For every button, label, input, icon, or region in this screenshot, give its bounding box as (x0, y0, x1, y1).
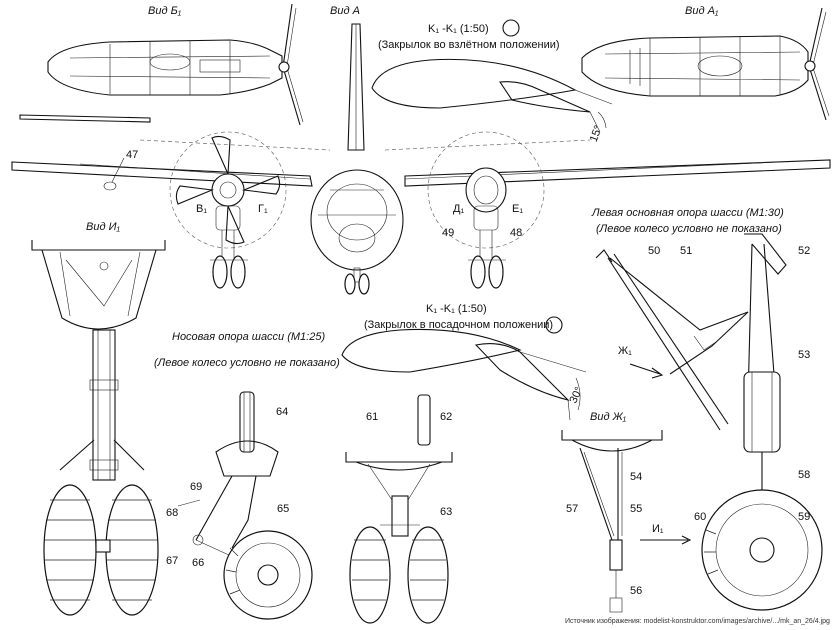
marker-i1: И₁ (652, 523, 664, 535)
view-a1-nacelle-drawing (581, 7, 830, 121)
callout-51: 51 (680, 245, 692, 257)
view-i1-gear-drawing (31, 240, 166, 616)
view-b1-nacelle-drawing (19, 3, 304, 126)
callout-49: 49 (442, 227, 454, 239)
view-zh1-label: Вид Ж₁ (590, 411, 627, 423)
main-gear-title: Левая основная опора шасси (М1:30) (591, 207, 784, 219)
callout-55: 59 (798, 511, 810, 523)
nose-gear-note: (Левое колесо условно не показано) (154, 357, 340, 369)
flap-landing-angle: 30° (568, 385, 586, 405)
section-marker-circle (502, 19, 520, 37)
flap-section-landing (341, 328, 587, 421)
section-marker-circle-2 (545, 316, 563, 334)
view-zh1-arrow (629, 363, 664, 379)
flap-section-takeoff (371, 58, 613, 133)
callout-61: 61 (366, 411, 378, 423)
callout-65: 65 (277, 503, 289, 515)
source-note: Источник изображения: modelist-konstrukt… (565, 617, 830, 625)
callout-50: 50 (648, 245, 660, 257)
main-gear-drawing (595, 233, 823, 611)
flap-takeoff-caption: (Закрылок во взлётном положении) (378, 39, 560, 51)
view-i1-label: Вид И₁ (86, 221, 120, 233)
callout-66: 66 (192, 557, 204, 569)
callout-53: 53 (798, 349, 810, 361)
main-gear-note: (Левое колесо условно не показано) (596, 223, 782, 235)
marker-d1: Д₁ (453, 203, 464, 215)
callout-67: 67 (166, 555, 178, 567)
flap-landing-title: K₁ -K₁ (1:50) (426, 303, 487, 315)
view-a1-label: Вид А₁ (685, 5, 719, 17)
callout-57: 54 (630, 471, 642, 483)
view-a-label: Вид А (330, 5, 360, 17)
callout-48: 48 (510, 227, 522, 239)
callout-47: 47 (126, 149, 138, 161)
marker-zh1: Ж₁ (618, 345, 632, 357)
marker-e1: Е₁ (512, 203, 523, 215)
callout-69: 69 (190, 481, 202, 493)
flap-takeoff-title: K₁ -K₁ (1:50) (428, 23, 489, 35)
callout-64: 64 (276, 406, 288, 418)
marker-g1: Г₁ (258, 203, 268, 215)
callout-56: 60 (694, 511, 706, 523)
view-zh1-gear-drawing (561, 430, 663, 613)
flap-landing-caption: (Закрылок в посадочном положении) (364, 319, 553, 331)
callout-59: 56 (630, 585, 642, 597)
callout-68: 68 (166, 507, 178, 519)
marker-v1: В₁ (196, 203, 207, 215)
flap-takeoff-angle: 15° (588, 124, 605, 144)
callout-62: 62 (440, 411, 452, 423)
callout-60: 57 (566, 503, 578, 515)
callout-63: 63 (440, 506, 452, 518)
nose-gear-front-drawing (345, 394, 453, 624)
nose-gear-side-drawing (177, 391, 313, 620)
callout-54: 58 (798, 469, 810, 481)
view-i1-arrow (640, 535, 692, 545)
view-b1-label: Вид Б₁ (148, 5, 182, 17)
aircraft-front-view-drawing (11, 23, 831, 295)
nose-gear-title: Носовая опора шасси (М1:25) (172, 331, 325, 343)
callout-52: 52 (798, 245, 810, 257)
callout-58: 55 (630, 503, 642, 515)
